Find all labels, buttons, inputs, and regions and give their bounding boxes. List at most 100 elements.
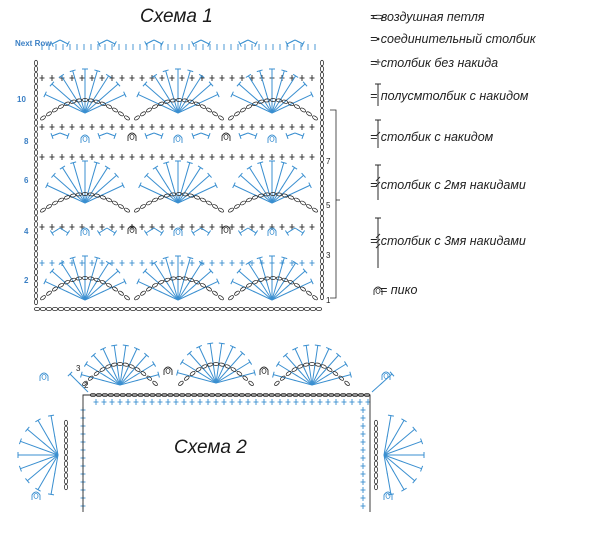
stitch-post (181, 361, 217, 384)
stitch-post (271, 83, 306, 114)
stitch-top (191, 41, 195, 47)
stitch-bar (182, 92, 185, 96)
chain-stitch (123, 306, 131, 311)
chain-stitch (319, 89, 324, 97)
stitch-top (90, 352, 96, 358)
stitch-post (177, 93, 219, 114)
stitch-top (310, 278, 314, 285)
picot (173, 227, 183, 236)
stitch-post (271, 257, 285, 301)
stitch-bar (285, 285, 289, 289)
chain-stitch (212, 362, 220, 366)
chain-stitch (34, 227, 39, 234)
stitch-post (311, 374, 351, 386)
stitch-bar (289, 40, 293, 43)
stitch-top (197, 165, 204, 170)
chain-stitch (261, 306, 269, 311)
stitch-post (153, 75, 179, 114)
chain-stitch (373, 443, 378, 450)
chain-stitch (319, 275, 324, 283)
stitch-post (144, 270, 179, 301)
chain-stitch (34, 65, 39, 73)
chain-stitch (293, 282, 301, 288)
stitch-top (196, 345, 203, 349)
chain-stitch (64, 449, 69, 456)
stitch-bar (318, 367, 321, 371)
chain-stitch (209, 392, 216, 397)
chain-stitch (319, 77, 324, 85)
stitch-top (401, 487, 407, 492)
stitch-top (151, 73, 158, 78)
stitch-post (84, 70, 98, 114)
chain-stitch (34, 245, 39, 252)
chain-stitch (238, 392, 245, 397)
chain-stitch (187, 193, 195, 198)
stitch-bar (89, 92, 92, 96)
chain-stitch (251, 101, 259, 106)
stitch-top (80, 371, 83, 378)
chain-stitch (63, 195, 71, 200)
stitch-bar (187, 185, 190, 189)
chain-stitch (169, 98, 177, 103)
picot-loop (269, 136, 275, 142)
stitch-post (383, 420, 405, 456)
stitch-top (48, 493, 55, 496)
chain-stitch (319, 269, 324, 277)
chain-stitch (205, 200, 213, 206)
chain-stitch (93, 99, 101, 104)
stitch-top (218, 342, 225, 345)
chain-stitch (293, 197, 301, 203)
chain-stitch (334, 392, 341, 397)
chain-stitch (34, 137, 39, 144)
stitch-bar (94, 185, 97, 189)
chain-stitch (319, 149, 324, 157)
stitch-bar (255, 285, 259, 289)
chain-stitch (206, 362, 214, 367)
double-treble-bar-1 (375, 233, 381, 239)
chain-stitch (303, 306, 311, 311)
chain-stitch (193, 279, 201, 285)
chain-stitch (245, 197, 253, 203)
stitch-bar (187, 94, 190, 98)
chain-stitch (69, 306, 77, 311)
chain-stitch (298, 392, 305, 397)
stitch-bar (54, 435, 56, 439)
stitch-top (151, 260, 158, 265)
chain-stitch (155, 392, 162, 397)
stitch-post (383, 428, 415, 456)
stitch-post (20, 454, 59, 470)
stitch-top (50, 41, 54, 47)
stitch-top (59, 165, 66, 170)
chain-stitch (231, 306, 239, 311)
stitch-post (139, 184, 179, 204)
stitch-top (240, 350, 246, 356)
stitch-bar (109, 133, 113, 136)
stitch-bar (171, 183, 174, 187)
stitch-bar (252, 290, 256, 293)
stitch-bar (242, 229, 246, 232)
chain-stitch (64, 472, 69, 479)
chain-stitch (187, 277, 195, 282)
chain-stitch (167, 392, 174, 397)
chain-stitch (34, 197, 39, 204)
chain-stitch (234, 290, 240, 296)
stitch-bar (256, 189, 260, 192)
stitch-post (72, 257, 86, 301)
chain-stitch (34, 113, 39, 120)
stitch-top (214, 182, 218, 189)
chain-stitch (319, 83, 324, 91)
stitch-bar (265, 92, 268, 96)
chain-stitch (319, 233, 324, 241)
chain-stitch (322, 392, 329, 397)
stitch-top (325, 347, 332, 351)
stitch-bar (69, 189, 73, 192)
stitch-post (27, 428, 59, 456)
stitch-bar (242, 40, 246, 43)
chain-stitch (40, 207, 46, 213)
chain-stitch (326, 367, 333, 372)
chain-stitch (189, 306, 197, 311)
stitch-post (294, 348, 313, 386)
chain-stitch (287, 101, 295, 106)
diagram-1-title: Схема 1 (140, 6, 213, 27)
stitch-post (27, 454, 59, 482)
